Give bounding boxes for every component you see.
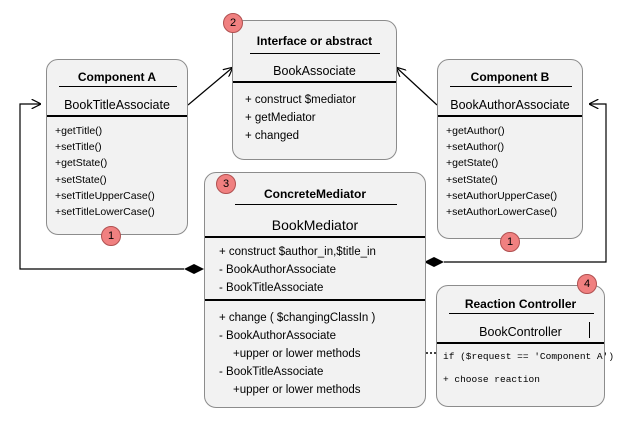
controller-box: Reaction Controller BookController if ($…: [436, 285, 614, 407]
component-a-member: +setState(): [55, 173, 107, 186]
component-b-title: Component B: [470, 70, 550, 84]
mediator-class-name: BookMediator: [271, 217, 359, 233]
component-a-class-name: BookTitleAssociate: [64, 98, 170, 112]
aggregation-diamond-b: [424, 257, 444, 267]
mediator-title: ConcreteMediator: [263, 187, 367, 201]
component-b-member: +setAuthorUpperCase(): [446, 189, 558, 202]
badge-interface: 2: [223, 13, 243, 33]
component-b-member: +setAuthorLowerCase(): [446, 206, 558, 219]
component-b-members: +getAuthor() +setAuthor() +getState() +s…: [446, 123, 557, 220]
controller-cursor: [589, 322, 590, 338]
mediator-methods: + change ( $changingClassIn ) - BookAuth…: [219, 309, 375, 399]
mediator-fields: + construct $author_in,$title_in - BookA…: [219, 243, 376, 297]
component-a-member: +setTitle(): [55, 141, 102, 154]
component-b-member: +getState(): [446, 157, 499, 170]
component-a-member: +setTitleUpperCase(): [55, 189, 155, 202]
mediator-field: - BookTitleAssociate: [219, 282, 324, 294]
mediator-method: +upper or lower methods: [233, 348, 361, 360]
interface-member: + changed: [245, 130, 300, 142]
controller-class-name: BookController: [479, 325, 562, 339]
component-b-member: +getAuthor(): [446, 125, 505, 137]
component-a-members: +getTitle() +setTitle() +getState() +set…: [55, 123, 155, 220]
aggregation-line-a: [19, 104, 184, 270]
aggregation-diamond-a: [184, 264, 204, 274]
component-b-class-name: BookAuthorAssociate: [450, 98, 570, 112]
interface-divider: [233, 81, 396, 83]
component-a-member: +getState(): [55, 157, 108, 170]
controller-reaction: + choose reaction: [443, 374, 540, 385]
interface-class-name: BookAssociate: [273, 64, 356, 78]
component-a-divider: [47, 115, 187, 117]
mediator-method: +upper or lower methods: [233, 384, 361, 396]
mediator-field: - BookAuthorAssociate: [219, 264, 336, 276]
interface-title: Interface or abstract: [256, 34, 373, 48]
inherit-arrow-b: [397, 68, 438, 106]
badge-controller: 4: [577, 274, 597, 294]
controller-title: Reaction Controller: [464, 297, 577, 311]
mediator-divider-2: [205, 299, 425, 301]
mediator-method: - BookTitleAssociate: [219, 366, 324, 378]
mediator-box: ConcreteMediator BookMediator + construc…: [204, 172, 426, 408]
controller-divider: [437, 342, 604, 344]
interface-members: + construct $mediator + getMediator + ch…: [245, 91, 356, 145]
mediator-divider-1: [205, 236, 425, 238]
mediator-title-rule: [235, 204, 397, 205]
aggregation-line-b: [444, 104, 607, 263]
interface-box: Interface or abstract BookAssociate + co…: [232, 20, 397, 160]
interface-member: + construct $mediator: [245, 94, 356, 106]
component-a-member: +setTitleLowerCase(): [55, 206, 155, 219]
component-a-box: Component A BookTitleAssociate +getTitle…: [46, 59, 188, 235]
component-a-title-rule: [59, 86, 177, 87]
component-a-title: Component A: [77, 70, 157, 84]
controller-condition: if ($request == 'Component A'): [443, 351, 615, 362]
component-b-member: +setAuthor(): [446, 141, 505, 154]
component-b-divider: [438, 115, 582, 117]
component-b-box: Component B BookAuthorAssociate +getAuth…: [437, 59, 583, 239]
component-b-member: +setState(): [446, 173, 498, 186]
badge-component-b: 1: [500, 232, 520, 252]
badge-mediator: 3: [216, 174, 236, 194]
inherit-arrow-a: [187, 68, 232, 106]
component-a-member: +getTitle(): [55, 125, 103, 137]
mediator-method: + change ( $changingClassIn ): [219, 312, 376, 324]
badge-component-a: 1: [101, 226, 121, 246]
component-b-title-rule: [450, 86, 572, 87]
interface-title-rule: [250, 53, 380, 54]
mediator-method: - BookAuthorAssociate: [219, 330, 336, 342]
mediator-field-constructor: + construct $author_in,$title_in: [219, 246, 376, 258]
interface-member: + getMediator: [245, 112, 316, 124]
controller-title-rule: [449, 313, 594, 314]
